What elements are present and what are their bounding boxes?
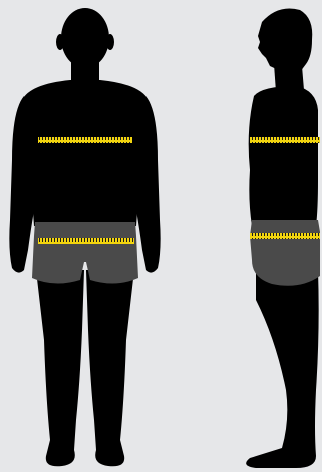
underwear-front <box>32 222 138 284</box>
chest-tape-front <box>38 137 132 143</box>
underwear-side <box>250 220 320 286</box>
human-silhouette-side-icon <box>246 9 320 469</box>
human-silhouette-front-icon <box>9 8 160 466</box>
chest-tape-side <box>250 137 320 143</box>
hip-tape-side <box>250 233 320 239</box>
hip-tape-front <box>38 238 134 244</box>
